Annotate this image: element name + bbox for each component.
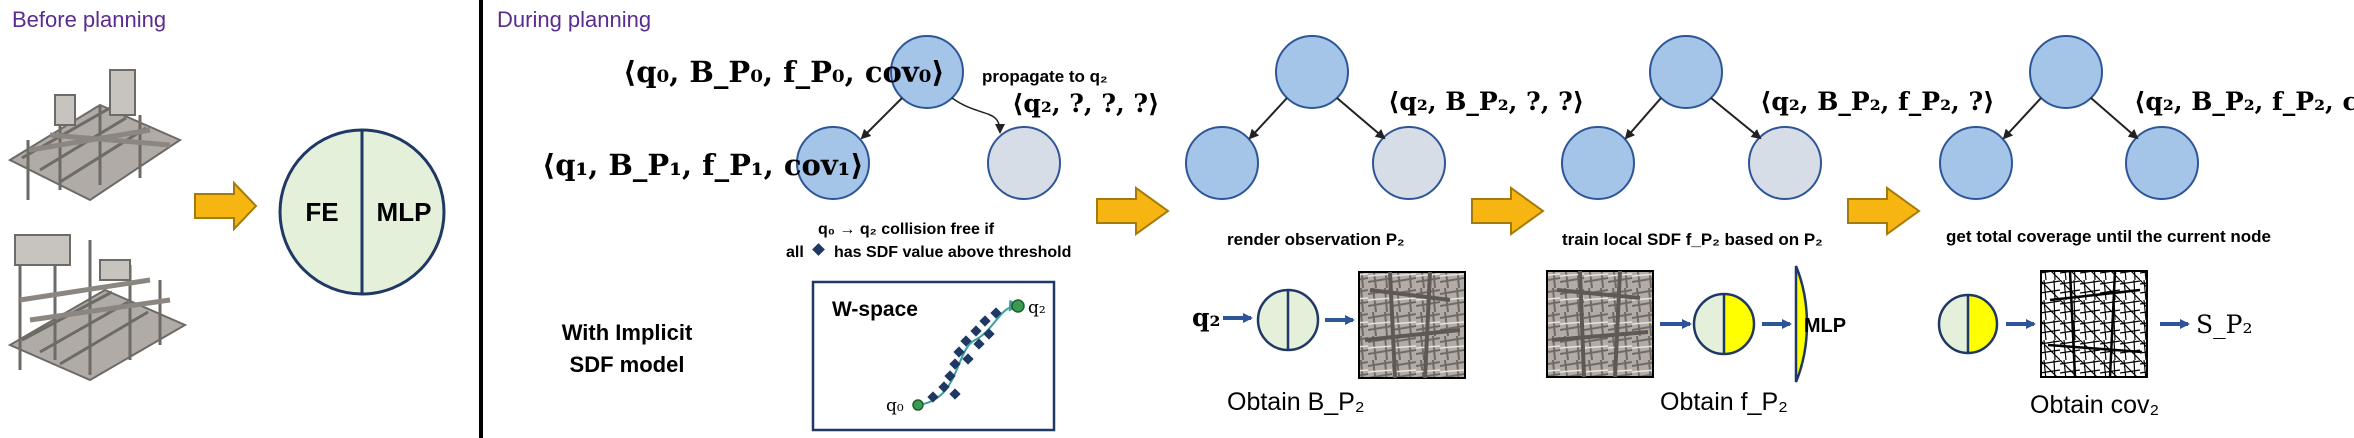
wspace-panel: W-space q₀ q₂ bbox=[811, 280, 1056, 432]
before-planning-header: Before planning bbox=[12, 7, 166, 32]
implicit-line2: SDF model bbox=[570, 352, 685, 377]
obtain-b-label: Obtain B_P₂ bbox=[1227, 388, 1365, 416]
render-caption: render observation P₂ bbox=[1227, 230, 1405, 249]
obtain-f-label: Obtain f_P₂ bbox=[1660, 388, 1788, 416]
train-caption: train local SDF f_P₂ based on P₂ bbox=[1562, 230, 1823, 249]
propagate-text: propagate to q₂ bbox=[982, 67, 1108, 86]
coverage-edge-image bbox=[2040, 270, 2148, 378]
coverage-caption: get total coverage until the current nod… bbox=[1946, 227, 2271, 246]
plant-model-bottom bbox=[7, 234, 188, 382]
fe-label: FE bbox=[305, 197, 338, 227]
obtain-cov-label: Obtain cov₂ bbox=[2030, 391, 2159, 419]
arrow-stage3-to-stage4 bbox=[1847, 186, 1921, 236]
during-planning-header: During planning bbox=[497, 7, 651, 32]
stage3-tree bbox=[1561, 35, 1822, 200]
root-tuple: ⟨q₀, B_P₀, f_P₀, cov₀⟩ bbox=[623, 55, 945, 89]
stage4-tree bbox=[1939, 35, 2199, 200]
left-tuple: ⟨q₁, B_P₁, f_P₁, cov₁⟩ bbox=[542, 148, 864, 182]
arrow-stage1-to-stage2 bbox=[1096, 186, 1170, 236]
training-observation-image bbox=[1546, 270, 1654, 378]
mlp-label: MLP bbox=[377, 197, 432, 227]
stage1-tree bbox=[796, 35, 1061, 200]
q2-point bbox=[1011, 299, 1025, 313]
mlp-half-circle: MLP bbox=[1794, 265, 1846, 383]
stage4-network bbox=[1937, 293, 1999, 355]
arrow-stage2-to-stage3 bbox=[1471, 186, 1545, 236]
collision-line1: q₀ → q₂ collision free if bbox=[818, 221, 995, 238]
implicit-line1: With Implicit bbox=[562, 320, 693, 345]
stage2-tuple: ⟨q₂, B_P₂, ?, ?⟩ bbox=[1388, 87, 1584, 116]
stage1-tuple: ⟨q₂, ?, ?, ?⟩ bbox=[1012, 89, 1159, 118]
sdf-sample-icon bbox=[812, 243, 825, 256]
rendered-observation-image bbox=[1358, 271, 1466, 379]
collision-rest: has SDF value above threshold bbox=[834, 244, 1071, 261]
stage1-root-node bbox=[890, 35, 964, 109]
fe-mlp-network: FE MLP bbox=[278, 128, 446, 296]
stage1-right-node bbox=[987, 126, 1061, 200]
stage4-tuple: ⟨q₂, B_P₂, f_P₂, cov₂⟩ bbox=[2134, 87, 2354, 116]
stage3-network bbox=[1692, 292, 1756, 356]
q0-point bbox=[912, 399, 924, 411]
arrow-to-network bbox=[194, 180, 258, 232]
sdf-samples bbox=[927, 307, 1002, 403]
wspace-q0-label: q₀ bbox=[886, 396, 904, 416]
mlp-half-label: MLP bbox=[1804, 315, 1846, 337]
wspace-title: W-space bbox=[832, 298, 918, 321]
stage2-tree bbox=[1185, 35, 1446, 200]
stage1-left-node bbox=[796, 126, 870, 200]
stage3-tuple: ⟨q₂, B_P₂, f_P₂, ?⟩ bbox=[1760, 87, 1995, 116]
collision-all: all bbox=[786, 244, 804, 261]
s-p2-label: S_P₂ bbox=[2196, 310, 2252, 339]
stage2-network bbox=[1256, 288, 1320, 352]
wspace-q2-label: q₂ bbox=[1028, 298, 1046, 318]
plant-model-top bbox=[7, 69, 183, 202]
q2-input-label: q₂ bbox=[1192, 303, 1220, 332]
